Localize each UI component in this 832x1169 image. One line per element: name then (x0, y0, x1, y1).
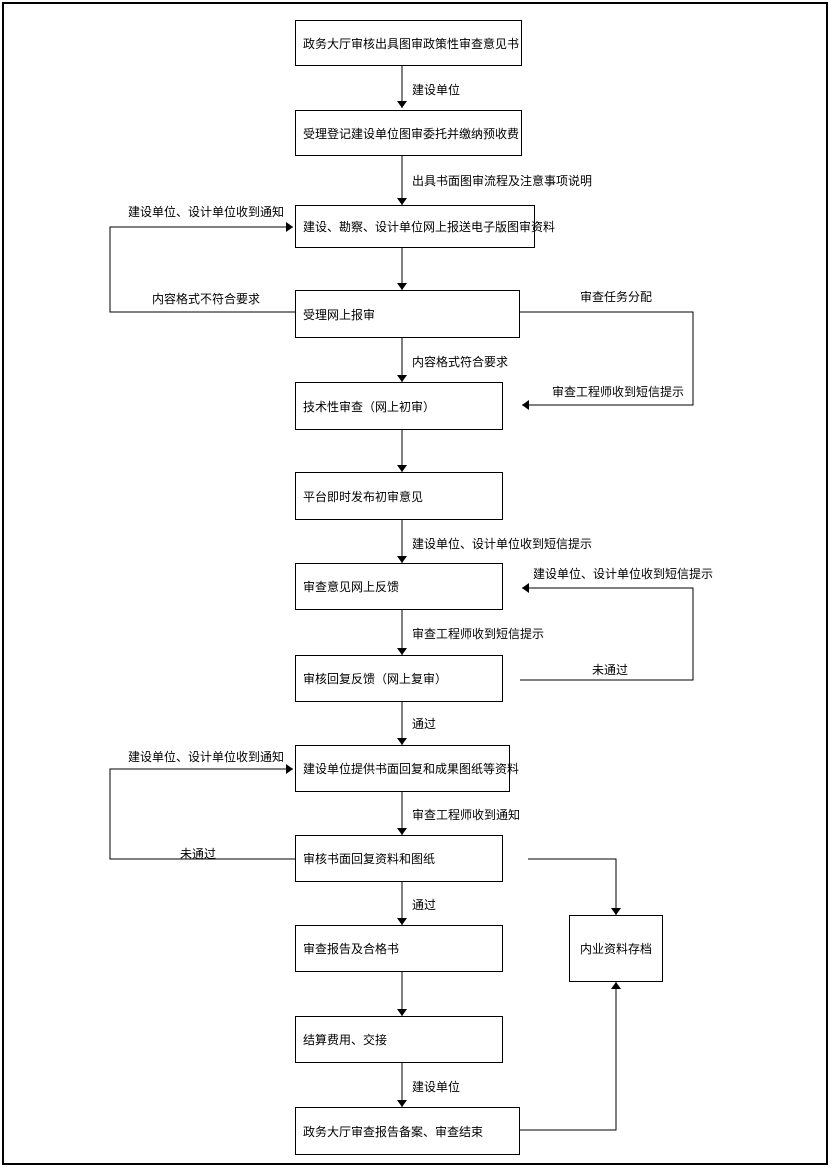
step-11-text: 审查报告及合格书 (303, 942, 400, 956)
loop-3 (520, 583, 694, 681)
step-9-text: 建设单位提供书面回复和成果图纸等资料 (303, 762, 520, 776)
loop-3-bottom-label: 未通过 (592, 663, 629, 677)
step-8-text: 审核回复反馈（网上复审） (303, 672, 448, 686)
arrow-label-8: 通过 (412, 717, 437, 731)
arrow-label-10: 通过 (412, 898, 437, 912)
step-1-text: 政务大厅审核出具图审政策性审查意见书 (303, 36, 520, 51)
loop-1 (109, 222, 295, 313)
step-7-text: 审查意见网上反馈 (303, 580, 400, 594)
step-12-text: 结算费用、交接 (303, 1033, 388, 1047)
step-1-box: 政务大厅审核出具图审政策性审查意见书 (295, 20, 522, 66)
arrow-label-7: 审查工程师收到短信提示 (412, 627, 545, 641)
step-5-box: 技术性审查（网上初审） (295, 382, 503, 430)
arrow-10-archive (528, 858, 621, 915)
step-8-box: 审核回复反馈（网上复审） (295, 655, 503, 702)
step-5-text: 技术性审查（网上初审） (303, 399, 436, 414)
step-2-text: 受理登记建设单位图审委托并缴纳预收费 (303, 126, 520, 141)
step-10-box: 审核书面回复资料和图纸 (295, 835, 503, 882)
step-6-text: 平台即时发布初审意见 (303, 489, 424, 504)
step-3-box: 建设、勘察、设计单位网上报送电子版图审资料 (295, 205, 555, 248)
arrow-label-6: 建设单位、设计单位收到短信提示 (412, 537, 593, 551)
loop-2-top-label: 审查任务分配 (580, 290, 653, 304)
loop-2-bottom-label: 审查工程师收到短信提示 (552, 385, 685, 399)
arrow-label-4: 内容格式符合要求 (412, 355, 509, 369)
loop-4-bottom-label: 未通过 (180, 847, 217, 861)
archive-box: 内业资料存档 (569, 915, 663, 982)
arrow-label-2: 出具书面图审流程及注意事项说明 (412, 174, 593, 188)
step-3-text: 建设、勘察、设计单位网上报送电子版图审资料 (303, 220, 556, 234)
arrow-13-archive (520, 982, 621, 1131)
step-7-box: 审查意见网上反馈 (295, 563, 503, 610)
step-4-text: 受理网上报审 (303, 307, 376, 322)
step-13-text: 政务大厅审查报告备案、审查结束 (303, 1124, 484, 1139)
loop-4-top-label: 建设单位、设计单位收到通知 (128, 750, 285, 764)
loop-1-bottom-label: 内容格式不符合要求 (152, 292, 261, 306)
step-6-box: 平台即时发布初审意见 (295, 472, 503, 520)
step-12-box: 结算费用、交接 (295, 1016, 503, 1063)
step-9-box: 建设单位提供书面回复和成果图纸等资料 (295, 745, 519, 792)
arrow-label-12: 建设单位 (412, 1080, 461, 1094)
archive-text: 内业资料存档 (579, 942, 652, 956)
step-13-box: 政务大厅审查报告备案、审查结束 (295, 1107, 520, 1155)
step-2-box: 受理登记建设单位图审委托并缴纳预收费 (295, 110, 522, 156)
loop-1-top-label: 建设单位、设计单位收到通知 (128, 205, 285, 219)
loop-3-top-label: 建设单位、设计单位收到短信提示 (533, 567, 714, 581)
loop-4 (109, 764, 295, 860)
arrow-label-9: 审查工程师收到通知 (412, 808, 521, 822)
loop-2 (520, 311, 694, 410)
arrow-label-1: 建设单位 (412, 83, 461, 97)
step-4-box: 受理网上报审 (295, 290, 520, 338)
step-10-text: 审核书面回复资料和图纸 (303, 852, 436, 866)
step-11-box: 审查报告及合格书 (295, 925, 503, 972)
